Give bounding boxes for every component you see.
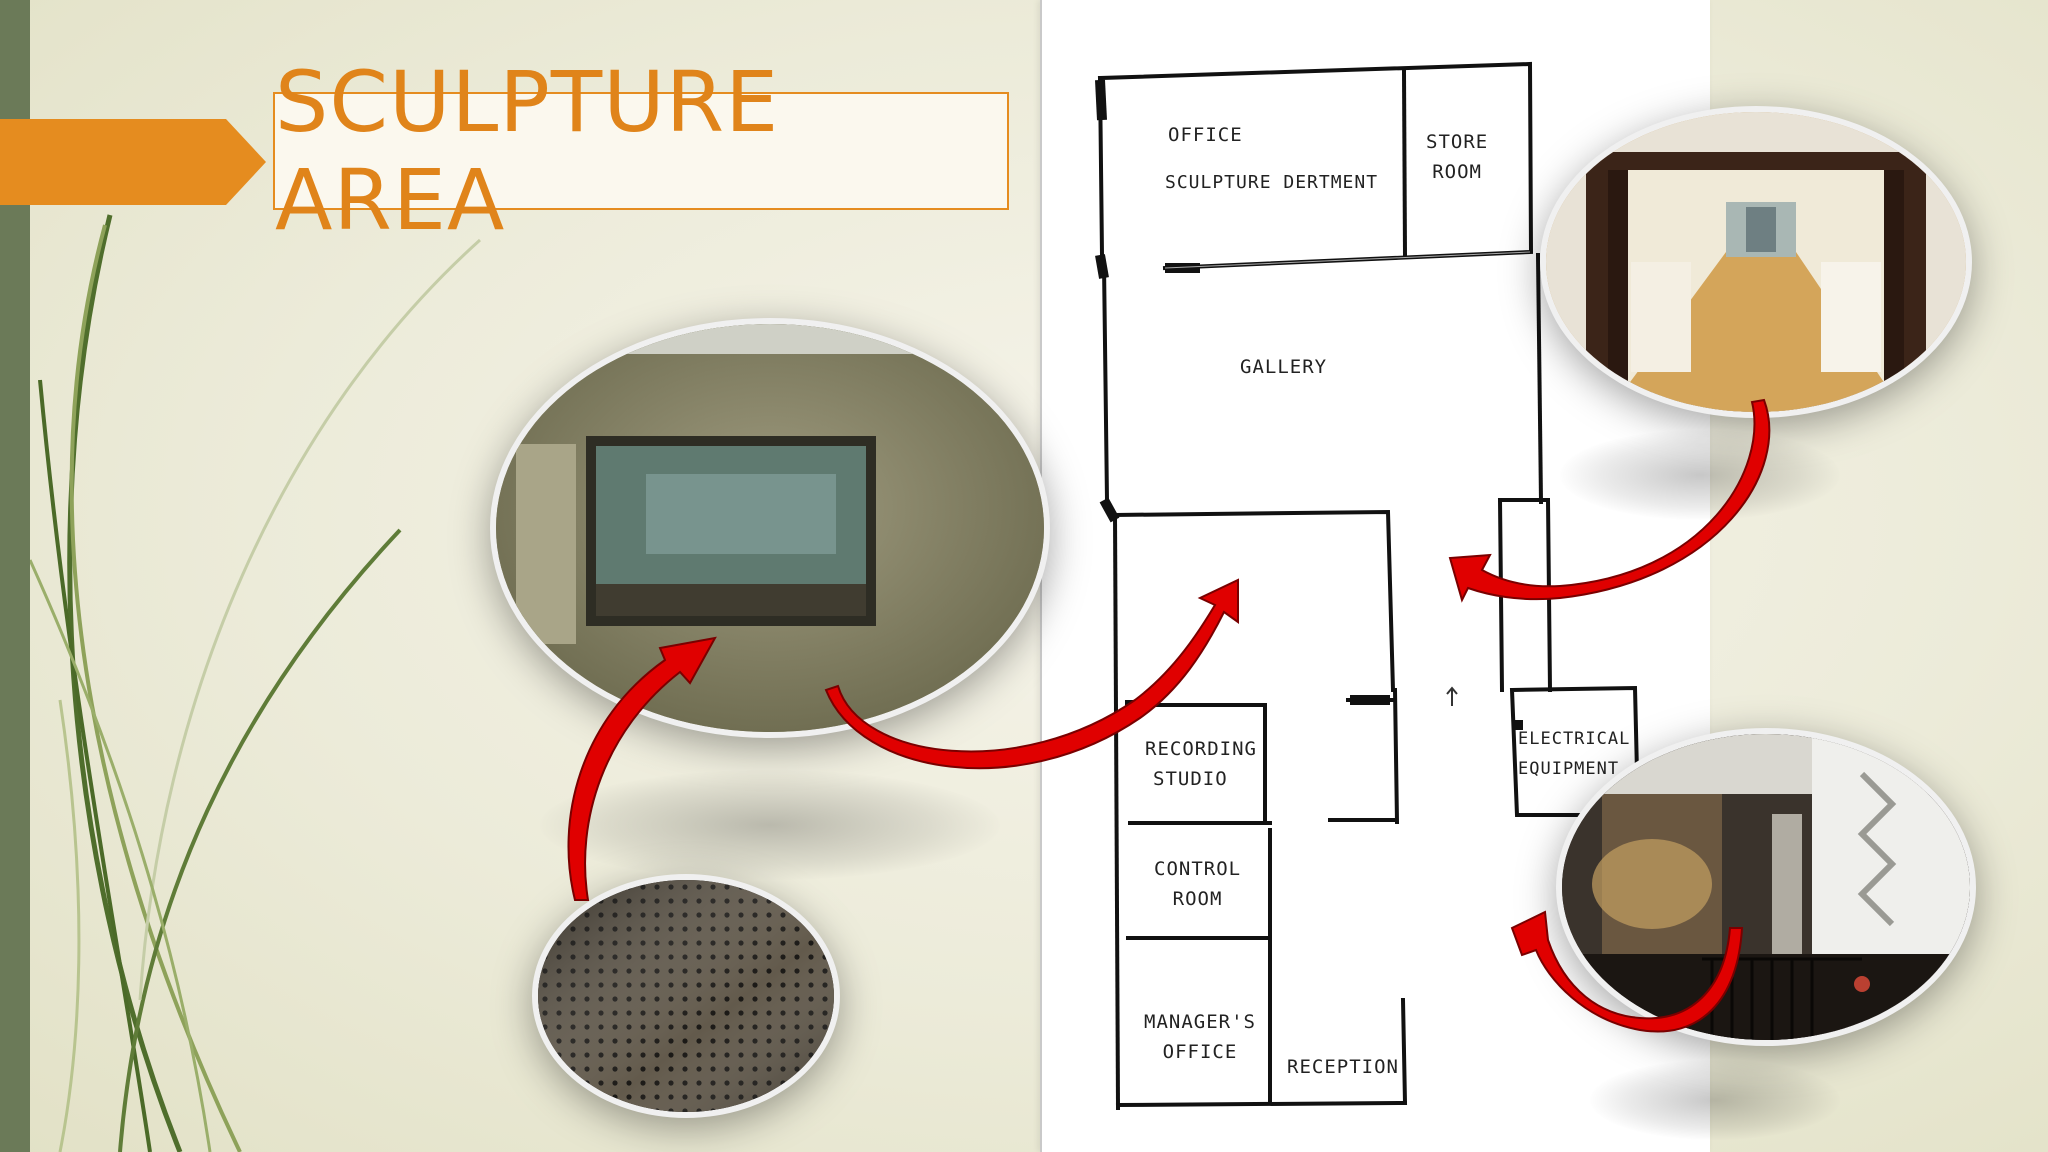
label-office: OFFICE [1168,124,1243,146]
gallery-corridor-photo [1540,106,1972,418]
photo-shadow [1590,1060,1840,1140]
title-arrow-icon [0,119,266,205]
curved-arrow-icon [1510,910,1744,1033]
photo-shadow [1560,430,1840,520]
curved-arrow-icon [1448,398,1771,603]
stairwell-photo [1556,728,1976,1046]
curved-arrow-icon [824,578,1239,770]
title-box: SCULPTURE AREA [273,53,1009,249]
entrance-arrow-icon [1446,686,1458,706]
studio-window-photo [490,318,1050,738]
curved-arrow-icon [567,636,717,901]
label-reception: RECEPTION [1287,1056,1399,1078]
label-sculpture-department: SCULPTURE DERTMENT [1165,172,1379,193]
label-managers-office: MANAGER'S OFFICE [1144,1011,1256,1063]
slide-title: SCULPTURE AREA [275,53,780,249]
label-recording-studio: RECORDING STUDIO [1145,738,1257,790]
label-control-room: CONTROL ROOM [1154,858,1242,910]
photo-shadow [540,770,1000,880]
label-gallery: GALLERY [1240,356,1328,378]
label-store-room: STORE ROOM [1426,131,1489,183]
perforated-panel-photo [532,874,840,1118]
